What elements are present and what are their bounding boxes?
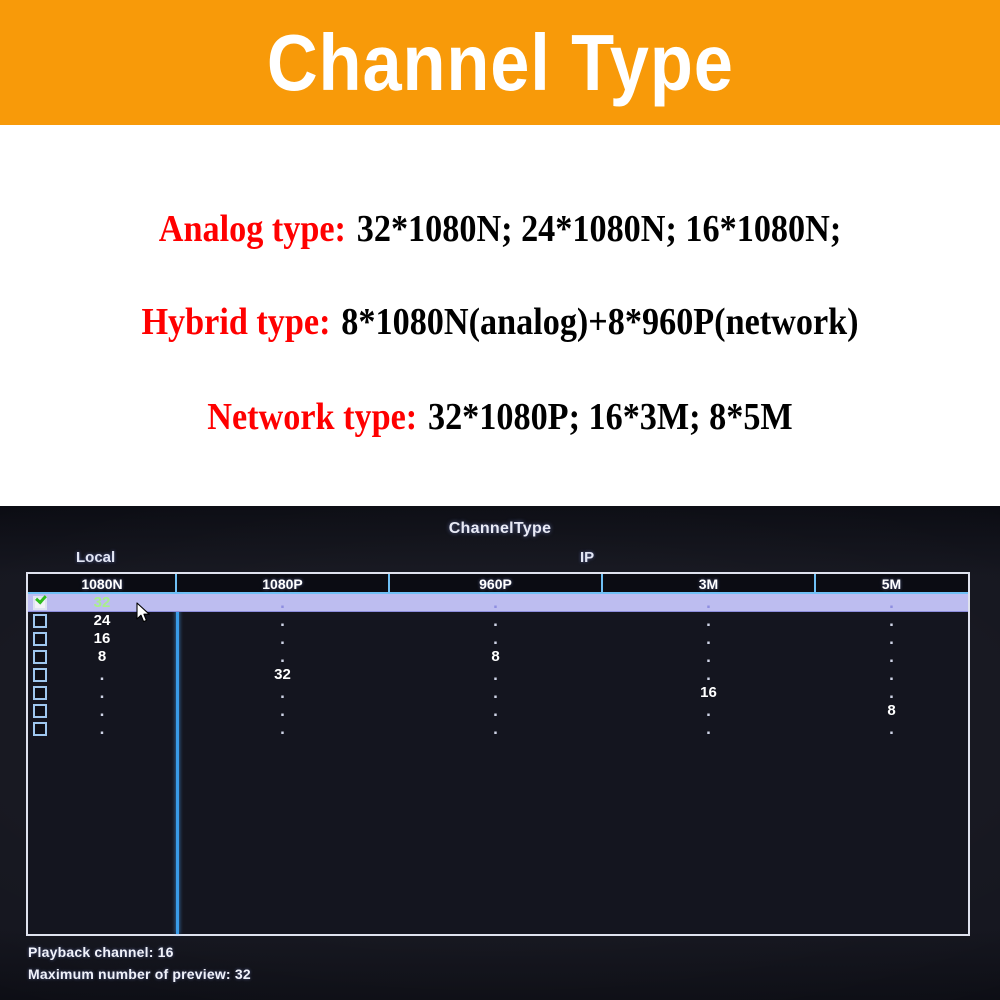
table-cell: .: [280, 629, 285, 648]
footer-max-preview: Maximum number of preview: 32: [28, 966, 251, 982]
column-separator: [175, 574, 177, 594]
column-header-3m: 3M: [698, 576, 719, 592]
table-row[interactable]: . 32...: [28, 666, 968, 684]
spec-line-analog: Analog type:32*1080N; 24*1080N; 16*1080N…: [50, 207, 950, 251]
checkbox-unchecked-icon[interactable]: [33, 632, 47, 646]
table-cell: .: [889, 719, 894, 738]
column-separator: [601, 574, 603, 594]
spec-value-analog: 32*1080N; 24*1080N; 16*1080N;: [356, 208, 842, 250]
checkbox-checked-icon[interactable]: [33, 592, 47, 610]
spec-value-network: 32*1080P; 16*3M; 8*5M: [427, 396, 793, 438]
checkbox-unchecked-icon[interactable]: [33, 722, 47, 736]
table-cell: .: [493, 701, 498, 720]
column-header-1080n: 1080N: [81, 576, 123, 592]
spec-label-network: Network type:: [207, 396, 418, 438]
table-cell: .: [493, 611, 498, 630]
table-body: 32....24....16....8.8...32......16.....8…: [28, 592, 968, 934]
table-cell: .: [706, 701, 711, 720]
table-row[interactable]: .... 8: [28, 702, 968, 720]
table-cell: .: [280, 611, 285, 630]
checkbox-unchecked-icon[interactable]: [33, 650, 47, 664]
table-cell: .: [99, 665, 105, 684]
table-cell: .: [493, 683, 498, 702]
table-cell: 24: [93, 612, 111, 629]
table-cell: .: [889, 629, 894, 648]
table-cell: .: [706, 719, 711, 738]
checkbox-unchecked-icon[interactable]: [33, 614, 47, 628]
table-cell: .: [889, 593, 894, 612]
table-cell: .: [99, 719, 105, 738]
table-row[interactable]: ... 16.: [28, 684, 968, 702]
table-cell: .: [493, 719, 498, 738]
spec-line-network: Network type:32*1080P; 16*3M; 8*5M: [50, 395, 950, 439]
table-cell: .: [706, 593, 711, 612]
column-header-5m: 5M: [881, 576, 902, 592]
page-banner: Channel Type: [0, 0, 1000, 125]
table-cell: .: [706, 647, 711, 666]
spec-line-hybrid: Hybrid type:8*1080N(analog)+8*960P(netwo…: [50, 300, 950, 344]
table-cell: .: [706, 611, 711, 630]
table-cell: 32: [93, 594, 111, 611]
table-cell: .: [280, 719, 285, 738]
table-cell: .: [280, 593, 285, 612]
table-cell: .: [280, 683, 285, 702]
checkbox-unchecked-icon[interactable]: [33, 704, 47, 718]
table-cell: 32: [274, 666, 291, 683]
page-title: Channel Type: [266, 17, 734, 107]
table-cell: .: [280, 647, 285, 666]
table-cell: .: [493, 665, 498, 684]
group-label-ip: IP: [580, 549, 595, 566]
column-separator: [388, 574, 390, 594]
column-header-960p: 960P: [479, 576, 512, 592]
dvr-window-title: ChannelType: [448, 520, 552, 537]
footer-playback-channel: Playback channel: 16: [28, 944, 174, 960]
table-cell: 16: [700, 684, 717, 701]
table-cell: .: [493, 593, 498, 612]
checkbox-unchecked-icon[interactable]: [33, 668, 47, 682]
table-cell: .: [889, 683, 894, 702]
table-cell: 8: [887, 702, 896, 719]
spec-list: Analog type:32*1080N; 24*1080N; 16*1080N…: [0, 125, 1000, 505]
table-cell: .: [889, 611, 894, 630]
table-cell: .: [280, 701, 285, 720]
table-cell: .: [889, 647, 894, 666]
table-cell: .: [706, 629, 711, 648]
spec-label-analog: Analog type:: [158, 208, 346, 250]
table-cell: .: [493, 629, 498, 648]
spec-label-hybrid: Hybrid type:: [141, 301, 331, 343]
table-row[interactable]: 24....: [28, 612, 968, 630]
table-cell: 8: [491, 648, 500, 665]
table-cell: 16: [93, 630, 111, 647]
table-row[interactable]: 32....: [28, 592, 968, 612]
group-label-local: Local: [76, 549, 116, 566]
checkbox-unchecked-icon[interactable]: [33, 686, 47, 700]
table-row[interactable]: 16....: [28, 630, 968, 648]
column-header-1080p: 1080P: [262, 576, 303, 592]
table-cell: .: [99, 683, 105, 702]
spec-value-hybrid: 8*1080N(analog)+8*960P(network): [341, 301, 859, 343]
column-separator: [814, 574, 816, 594]
table-cell: .: [889, 665, 894, 684]
table-cell: .: [99, 701, 105, 720]
table-cell: 8: [97, 648, 107, 665]
table-cell: .: [706, 665, 711, 684]
table-row[interactable]: .....: [28, 720, 968, 738]
table-row[interactable]: 8. 8..: [28, 648, 968, 666]
local-ip-divider: [176, 594, 179, 934]
table-header-row: 1080N 1080P 960P 3M 5M: [28, 574, 968, 594]
